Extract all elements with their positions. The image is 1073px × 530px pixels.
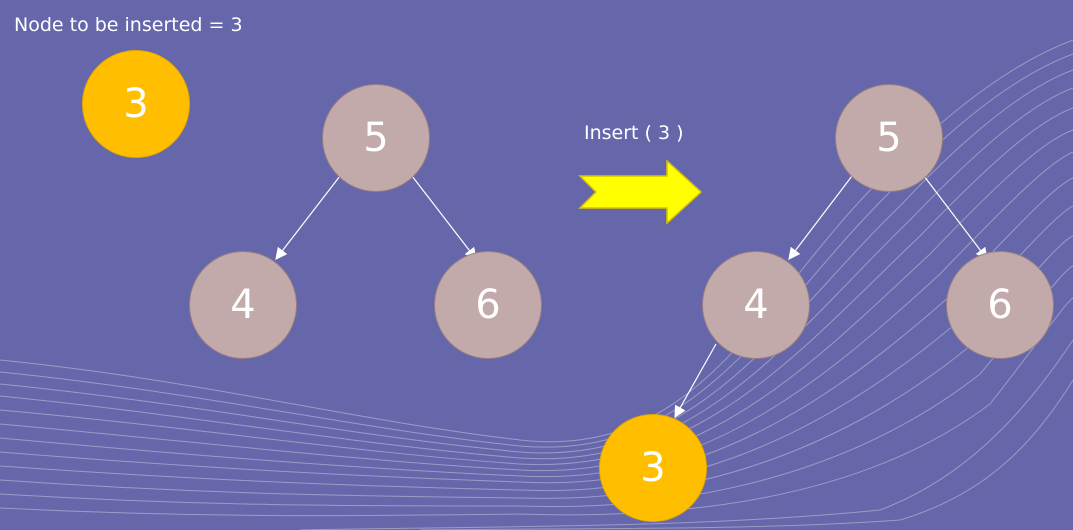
operation-label: Insert ( 3 ) bbox=[584, 122, 684, 144]
after-right-node: 6 bbox=[946, 251, 1054, 359]
after-root-node: 5 bbox=[835, 84, 943, 192]
before-left-node: 4 bbox=[189, 251, 297, 359]
before-right-node: 6 bbox=[434, 251, 542, 359]
after-left-node: 4 bbox=[702, 251, 810, 359]
after-inserted-node: 3 bbox=[599, 414, 707, 522]
before-root-node: 5 bbox=[322, 84, 430, 192]
new-node: 3 bbox=[82, 50, 190, 158]
title-text: Node to be inserted = 3 bbox=[14, 14, 243, 36]
